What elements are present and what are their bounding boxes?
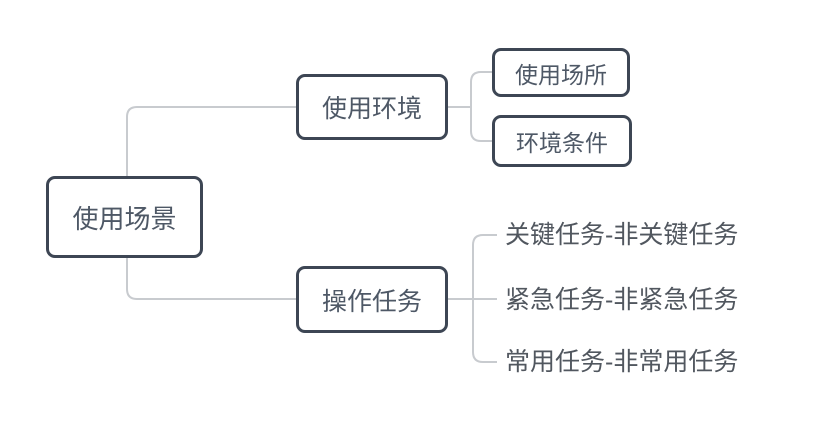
leaf-common-tasks[interactable]: 常用任务-非常用任务: [505, 348, 739, 376]
connector-task-children: [472, 234, 497, 363]
node-operation-tasks[interactable]: 操作任务: [296, 266, 448, 333]
leaf-key-tasks[interactable]: 关键任务-非关键任务: [505, 221, 739, 249]
connector-root-to-task: [126, 258, 296, 300]
leaf-urgent-tasks[interactable]: 紧急任务-非紧急任务: [505, 286, 739, 314]
node-usage-environment[interactable]: 使用环境: [296, 74, 448, 140]
node-environment-conditions[interactable]: 环境条件: [492, 115, 632, 167]
connector-root-to-env: [126, 106, 296, 176]
connector-env-children: [470, 71, 492, 142]
node-usage-scenario[interactable]: 使用场景: [46, 176, 203, 258]
node-usage-place[interactable]: 使用场所: [492, 48, 630, 97]
